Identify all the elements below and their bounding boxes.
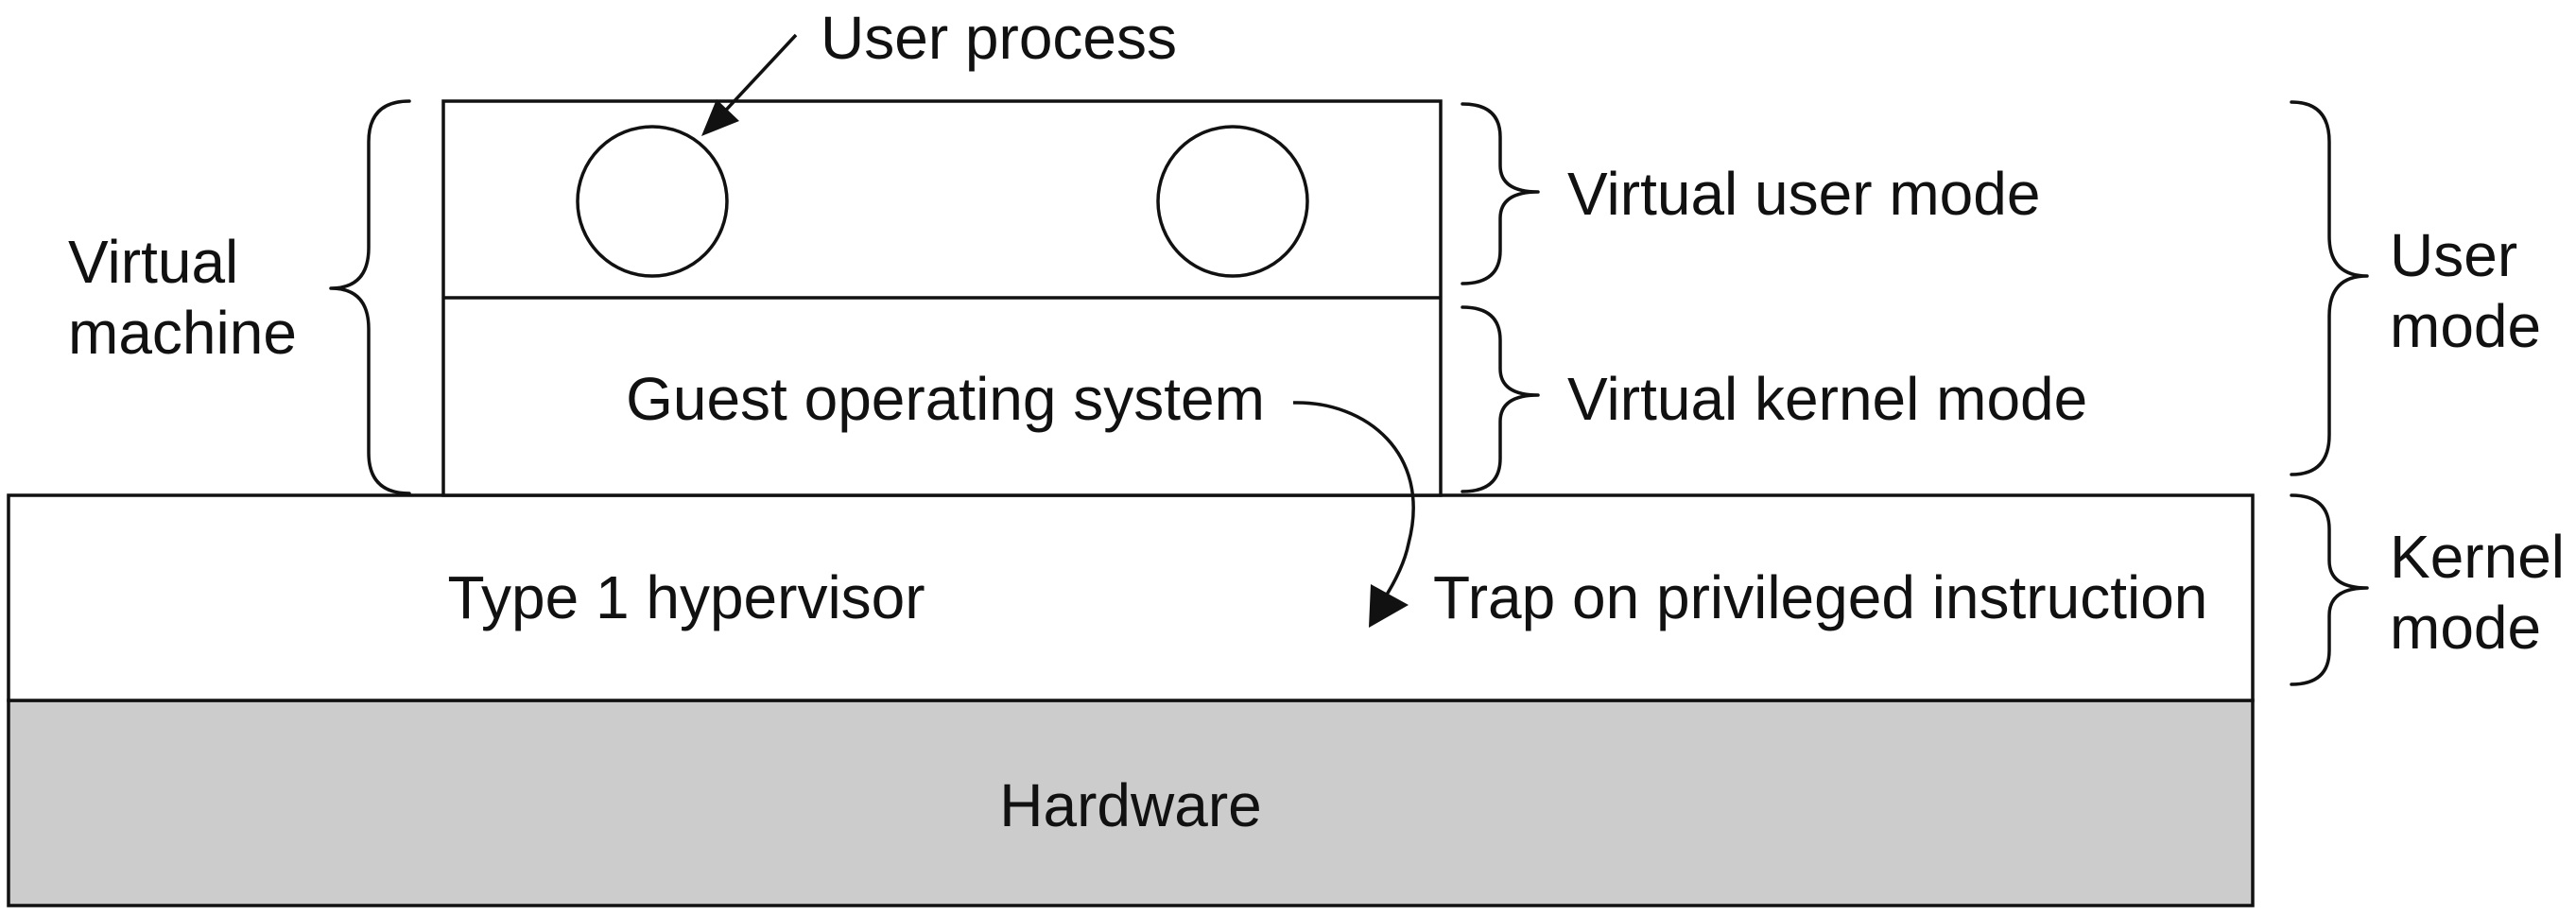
virtual-machine-label-line2: machine: [68, 299, 297, 367]
kernel-mode-label-line1: Kernel: [2390, 523, 2565, 591]
kernel-mode-brace: [2290, 493, 2369, 686]
virtual-kernel-mode-brace: [1461, 305, 1540, 493]
virtual-user-mode-brace: [1461, 102, 1540, 285]
hypervisor-layer: [7, 493, 2255, 702]
trap-arrowhead: [1369, 584, 1409, 628]
user-mode-brace: [2290, 100, 2369, 476]
user-mode-label-line2: mode: [2390, 292, 2541, 360]
hardware-layer: [7, 699, 2255, 907]
trap-label: Trap on privileged instruction: [1433, 563, 2207, 631]
user-process-pointer: [717, 33, 798, 120]
user-mode-label-line1: User: [2390, 221, 2517, 289]
hardware-label: Hardware: [999, 771, 1261, 839]
kernel-mode-label-line2: mode: [2390, 594, 2541, 662]
hypervisor-label: Type 1 hypervisor: [447, 563, 925, 631]
user-process-circle-2: [1156, 125, 1309, 278]
user-process-circle-1: [576, 125, 729, 278]
virtual-machine-label-line1: Virtual: [68, 228, 238, 296]
virtual-user-mode-label: Virtual user mode: [1567, 160, 2040, 228]
user-process-label: User process: [821, 4, 1177, 72]
guest-os-label: Guest operating system: [626, 365, 1265, 433]
user-process-arrowhead: [701, 99, 739, 136]
virtual-machine-brace: [329, 99, 411, 495]
trap-arrow-curve: [1292, 401, 1415, 606]
virtual-kernel-mode-label: Virtual kernel mode: [1567, 365, 2087, 433]
